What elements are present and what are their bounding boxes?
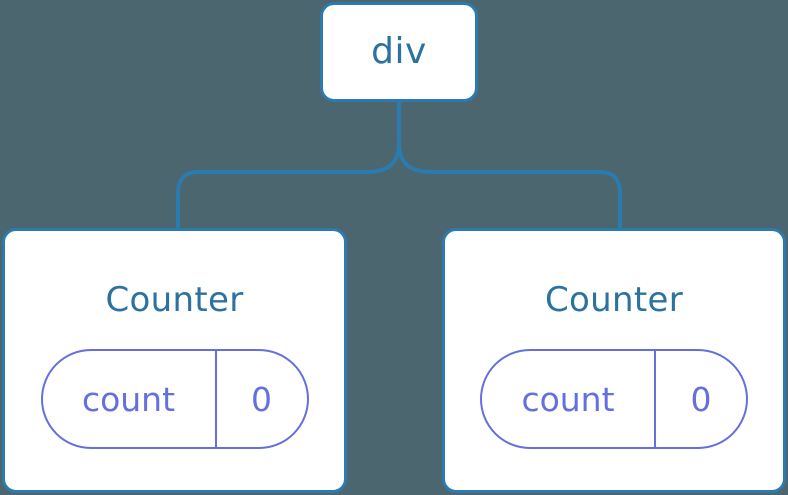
node-counter-1[interactable]: Counter count 0: [442, 228, 786, 493]
edge-to-counter-1: [397, 141, 622, 231]
state-pill-counter-0[interactable]: count 0: [40, 349, 309, 449]
state-key-counter-0: count: [81, 379, 176, 419]
state-value-counter-0: 0: [251, 379, 272, 419]
state-key-counter-1: count: [521, 379, 615, 419]
node-counter-0[interactable]: Counter count 0: [2, 228, 347, 493]
node-div-label: div: [371, 31, 427, 72]
state-pill-divider-1: [654, 351, 656, 447]
edge-to-counter-0: [176, 141, 401, 231]
state-pill-counter-1[interactable]: count 0: [480, 349, 748, 449]
node-div[interactable]: div: [320, 2, 478, 102]
node-counter-0-title: Counter: [105, 280, 244, 320]
state-value-counter-1: 0: [690, 379, 712, 419]
node-counter-1-title: Counter: [545, 280, 683, 320]
state-pill-divider-0: [214, 351, 217, 447]
